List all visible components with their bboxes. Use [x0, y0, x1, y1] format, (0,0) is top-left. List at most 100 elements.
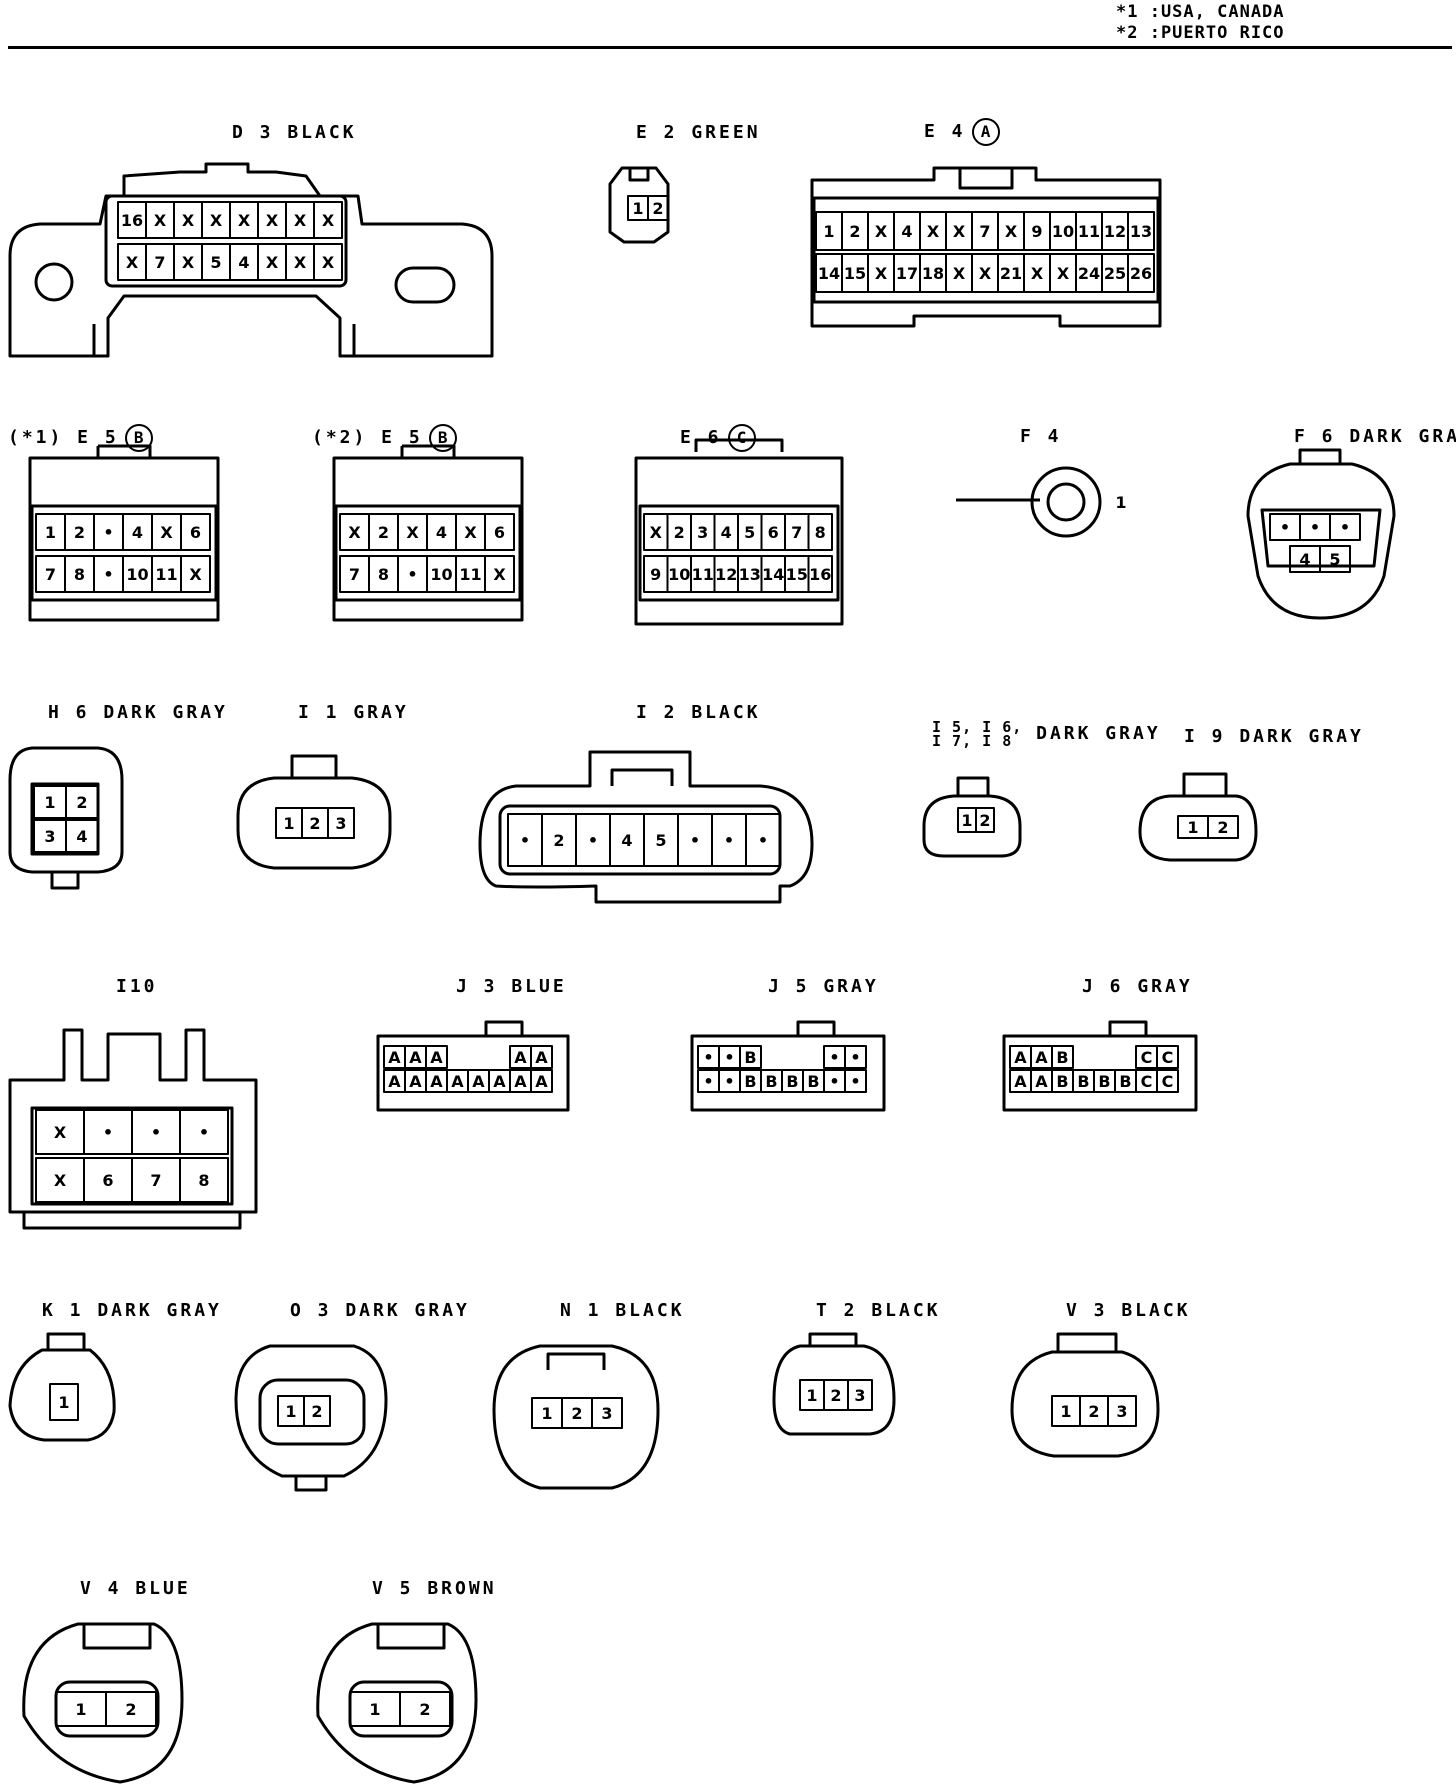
- pin-label: A: [1014, 1048, 1027, 1067]
- label-j6: J 6 GRAY: [1082, 976, 1193, 997]
- label-d3: D 3 BLACK: [232, 122, 357, 143]
- pin-label: •: [588, 831, 598, 850]
- pin-label: X: [238, 211, 251, 230]
- pin-label: X: [1005, 222, 1018, 241]
- connector-i9-body: [1138, 772, 1258, 862]
- label-f6: F 6 DARK GRAY: [1294, 426, 1456, 447]
- label-i5-text: DARK GRAY: [1036, 723, 1161, 744]
- pin-label: X: [875, 264, 888, 283]
- label-h6: H 6 DARK GRAY: [48, 702, 228, 723]
- connector-v3-body: [1010, 1332, 1160, 1458]
- pin-label: 2: [979, 811, 990, 830]
- label-i5-stack-top: I 5, I 6,: [932, 718, 1023, 736]
- pin-label: 2: [849, 222, 860, 241]
- pin-label: A: [388, 1072, 401, 1091]
- connector-i1-body: [236, 754, 392, 870]
- pin-label: 21: [1000, 264, 1022, 283]
- pin-cell: [49, 1383, 79, 1421]
- pin-label: X: [979, 264, 992, 283]
- pin-label: •: [850, 1072, 860, 1091]
- pin-label: 2: [74, 523, 85, 542]
- connector-k1-body: [8, 1332, 116, 1442]
- label-t2: T 2 BLACK: [816, 1300, 941, 1321]
- pin-label: X: [210, 211, 223, 230]
- pin-cell: [1127, 253, 1155, 293]
- pin-label: 9: [1031, 222, 1042, 241]
- pin-label: A: [409, 1072, 422, 1091]
- pin-label: •: [724, 1072, 734, 1091]
- label-i2: I 2 BLACK: [636, 702, 761, 723]
- connector-i2-body: [478, 750, 814, 904]
- pin-cell: [65, 785, 99, 819]
- pin-label: X: [266, 211, 279, 230]
- connector-t2-body: [772, 1332, 896, 1436]
- pin-label: •: [829, 1072, 839, 1091]
- pin-label: 1: [1187, 818, 1198, 837]
- pin-label: 5: [1329, 550, 1340, 569]
- pin-cell: [313, 201, 343, 239]
- pin-label: X: [464, 523, 477, 542]
- pin-label: •: [724, 831, 734, 850]
- pin-label: 9: [650, 565, 661, 584]
- pin-label: •: [103, 1123, 113, 1142]
- pin-cell: [647, 195, 669, 221]
- pin-label: 4: [901, 222, 912, 241]
- pin-label: X: [875, 222, 888, 241]
- pin-label: 2: [830, 1386, 841, 1405]
- pin-label: 10: [430, 565, 452, 584]
- pin-label: A: [514, 1048, 527, 1067]
- pin-label: 11: [155, 565, 177, 584]
- pin-label: 7: [154, 253, 165, 272]
- pin-label: •: [850, 1048, 860, 1067]
- pin-label: A: [430, 1072, 443, 1091]
- pin-cell: [844, 1069, 867, 1093]
- pin-label: 6: [494, 523, 505, 542]
- footnotes: *1 :USA, CANADA*2 :PUERTO RICO: [1116, 2, 1285, 44]
- pin-label: 1: [283, 814, 294, 833]
- pin-label: 18: [922, 264, 944, 283]
- connector-i5-body: [922, 776, 1022, 858]
- pin-label: X: [1057, 264, 1070, 283]
- pin-cell: [1319, 545, 1351, 573]
- pin-cell: [745, 813, 781, 867]
- pin-cell: [484, 513, 515, 551]
- pin-label: 1: [58, 1393, 69, 1412]
- pin-cell: [739, 1045, 762, 1069]
- pin-cell: [425, 1045, 448, 1069]
- pin-label: 3: [335, 814, 346, 833]
- pin-label: 2: [1217, 818, 1228, 837]
- pin-label: A: [535, 1048, 548, 1067]
- pin-label: 2: [125, 1700, 136, 1719]
- pin-label: A: [535, 1072, 548, 1091]
- connector-e5-usa-body: [28, 444, 220, 622]
- label-j3: J 3 BLUE: [456, 976, 567, 997]
- circle-badge: A: [971, 118, 1000, 146]
- pin-cell: [1051, 1045, 1074, 1069]
- pin-label: X: [953, 222, 966, 241]
- pin-label: •: [703, 1048, 713, 1067]
- pin-cell: [807, 513, 833, 551]
- pin-label: A: [388, 1048, 401, 1067]
- pin-label: 8: [198, 1171, 209, 1190]
- pin-label: 5: [744, 523, 755, 542]
- pin-label: 3: [854, 1386, 865, 1405]
- pin-label: •: [1280, 518, 1290, 537]
- pin-label: A: [493, 1072, 506, 1091]
- pin-label: 11: [692, 565, 714, 584]
- pin-label: 3: [44, 827, 55, 846]
- pin-label: B: [807, 1072, 819, 1091]
- label-i9: I 9 DARK GRAY: [1184, 726, 1364, 747]
- pin-label: 1: [961, 811, 972, 830]
- pin-label: B: [1056, 1048, 1068, 1067]
- pin-label: 17: [896, 264, 918, 283]
- pin-label: 14: [762, 565, 784, 584]
- pin-label: 10: [126, 565, 148, 584]
- label-e5-usa-text: (*1) E 5: [8, 427, 119, 448]
- pin-label: X: [294, 211, 307, 230]
- pin-label: B: [744, 1072, 756, 1091]
- pin-label: 10: [668, 565, 690, 584]
- pin-label: 5: [655, 831, 666, 850]
- pin-cell: [105, 1691, 157, 1727]
